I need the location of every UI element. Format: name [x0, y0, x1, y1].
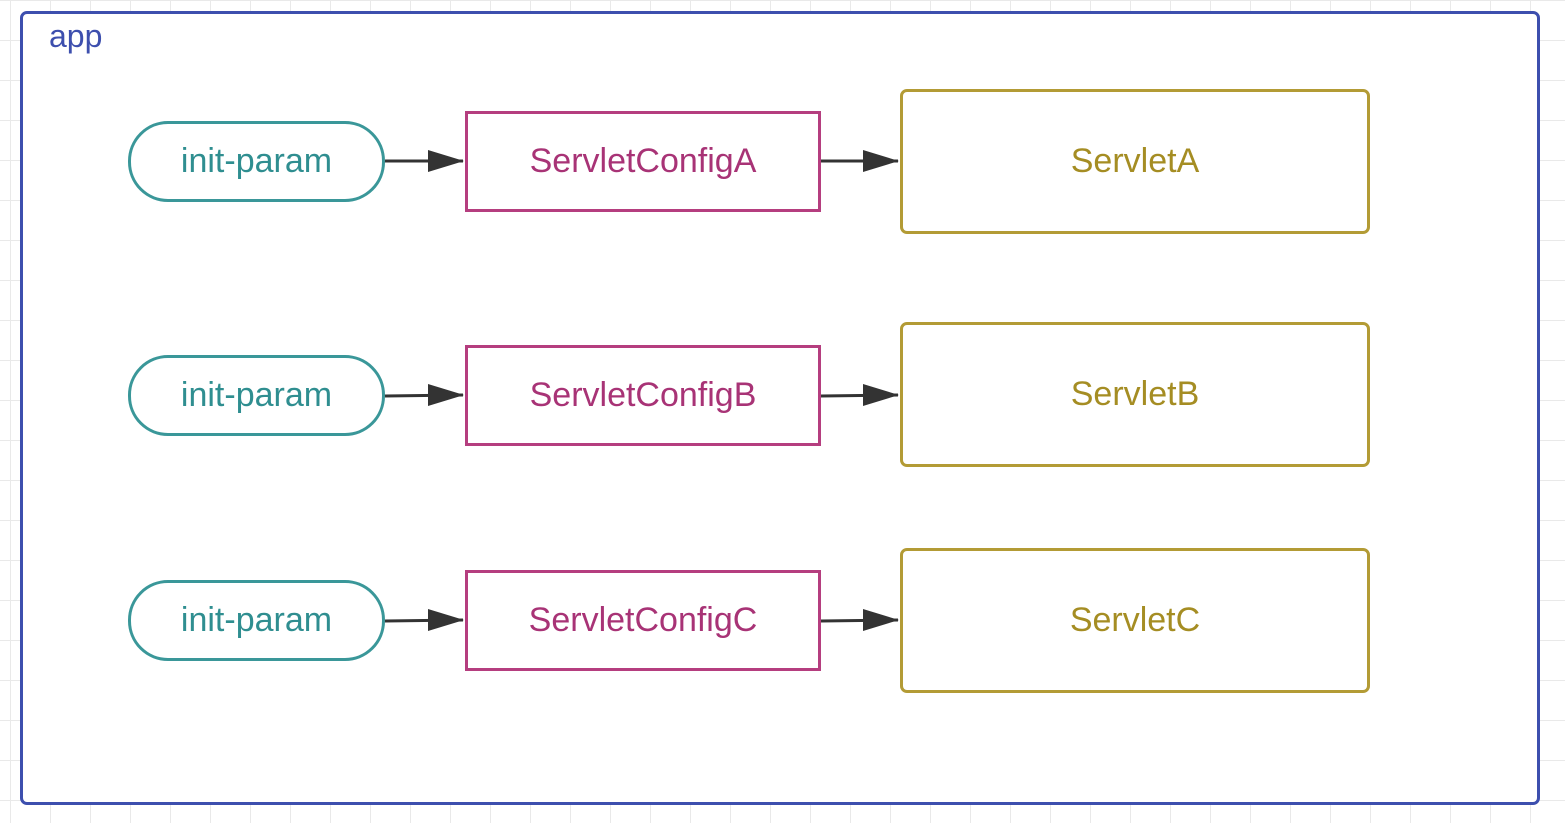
servlet-c-node[interactable]: ServletC [900, 548, 1370, 693]
init-param-node-b[interactable]: init-param [128, 355, 385, 436]
servlet-b-node[interactable]: ServletB [900, 322, 1370, 467]
init-param-node-c[interactable]: init-param [128, 580, 385, 661]
container-label: app [49, 18, 103, 54]
servlet-config-c-node[interactable]: ServletConfigC [465, 570, 821, 671]
servlet-config-a-node[interactable]: ServletConfigA [465, 111, 821, 212]
servlet-a-node[interactable]: ServletA [900, 89, 1370, 234]
init-param-node-a[interactable]: init-param [128, 121, 385, 202]
servlet-config-b-node[interactable]: ServletConfigB [465, 345, 821, 446]
